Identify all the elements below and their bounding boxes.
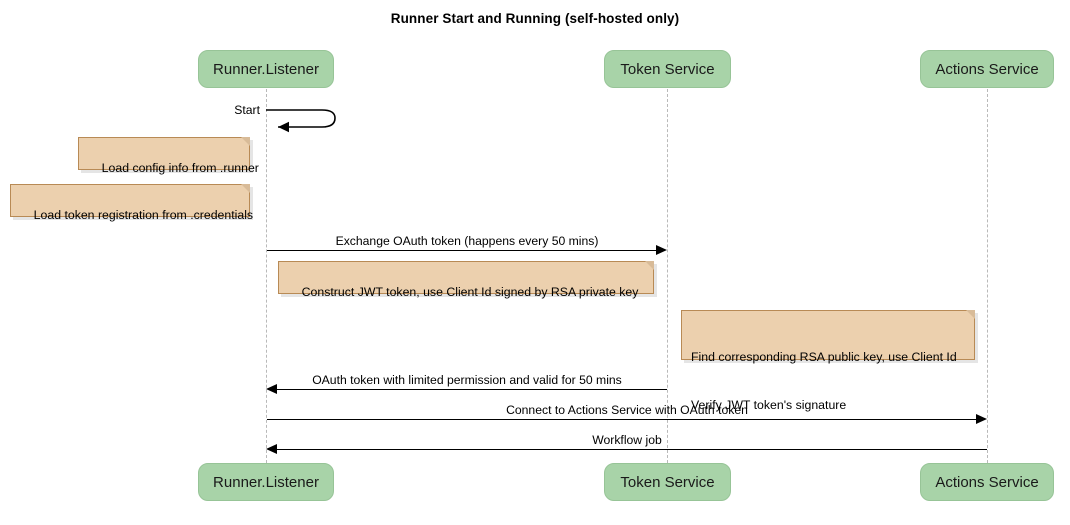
participant-label: Runner.Listener	[213, 473, 319, 491]
arrow-head-right	[656, 245, 667, 255]
arrow-head-left	[266, 384, 277, 394]
note-verify-jwt: Find corresponding RSA public key, use C…	[681, 310, 975, 412]
note-text: Load token registration from .credential…	[33, 208, 254, 222]
message-line-exchange-oauth-token	[267, 250, 659, 251]
note-fold-icon	[241, 137, 250, 146]
self-loop-arrow	[266, 109, 336, 133]
message-line-workflow-job	[275, 449, 987, 450]
participant-label: Actions Service	[935, 60, 1039, 78]
participant-actions-top[interactable]: Actions Service	[920, 50, 1054, 88]
note-text-line-1: Find corresponding RSA public key, use C…	[691, 350, 957, 364]
note-load-token-registration: Load token registration from .credential…	[10, 184, 253, 222]
participant-label: Token Service	[620, 60, 715, 78]
self-message-start	[264, 105, 344, 142]
participant-token-bottom[interactable]: Token Service	[604, 463, 731, 501]
lifeline-token	[667, 89, 668, 463]
participant-label: Runner.Listener	[213, 60, 319, 78]
message-label-connect-actions-service: Connect to Actions Service with OAuth to…	[506, 403, 748, 417]
arrow-head-left	[266, 444, 277, 454]
message-label-start: Start	[234, 103, 260, 117]
message-line-oauth-token-reply	[275, 389, 667, 390]
note-fold-icon	[966, 310, 975, 319]
note-load-config: Load config info from .runner	[78, 137, 259, 175]
note-text: Load config info from .runner	[101, 161, 259, 175]
note-fold-icon	[645, 261, 654, 270]
note-text: Construct JWT token, use Client Id signe…	[301, 285, 639, 299]
message-label-exchange-oauth-token: Exchange OAuth token (happens every 50 m…	[335, 234, 599, 248]
message-label-oauth-token-reply: OAuth token with limited permission and …	[312, 373, 622, 387]
participant-label: Token Service	[620, 473, 715, 491]
note-construct-jwt: Construct JWT token, use Client Id signe…	[278, 261, 654, 299]
page-title: Runner Start and Running (self-hosted on…	[390, 11, 680, 26]
lifeline-runner	[266, 89, 267, 463]
participant-token-top[interactable]: Token Service	[604, 50, 731, 88]
note-text-line-2: Verify JWT token's signature	[691, 398, 847, 412]
participant-runner-bottom[interactable]: Runner.Listener	[198, 463, 334, 501]
participant-label: Actions Service	[935, 473, 1039, 491]
message-label-workflow-job: Workflow job	[592, 433, 662, 447]
arrow-head-right	[976, 414, 987, 424]
note-fold-icon	[241, 184, 250, 193]
participant-actions-bottom[interactable]: Actions Service	[920, 463, 1054, 501]
lifeline-actions	[987, 89, 988, 463]
participant-runner-top[interactable]: Runner.Listener	[198, 50, 334, 88]
message-line-connect-actions-service	[267, 419, 979, 420]
